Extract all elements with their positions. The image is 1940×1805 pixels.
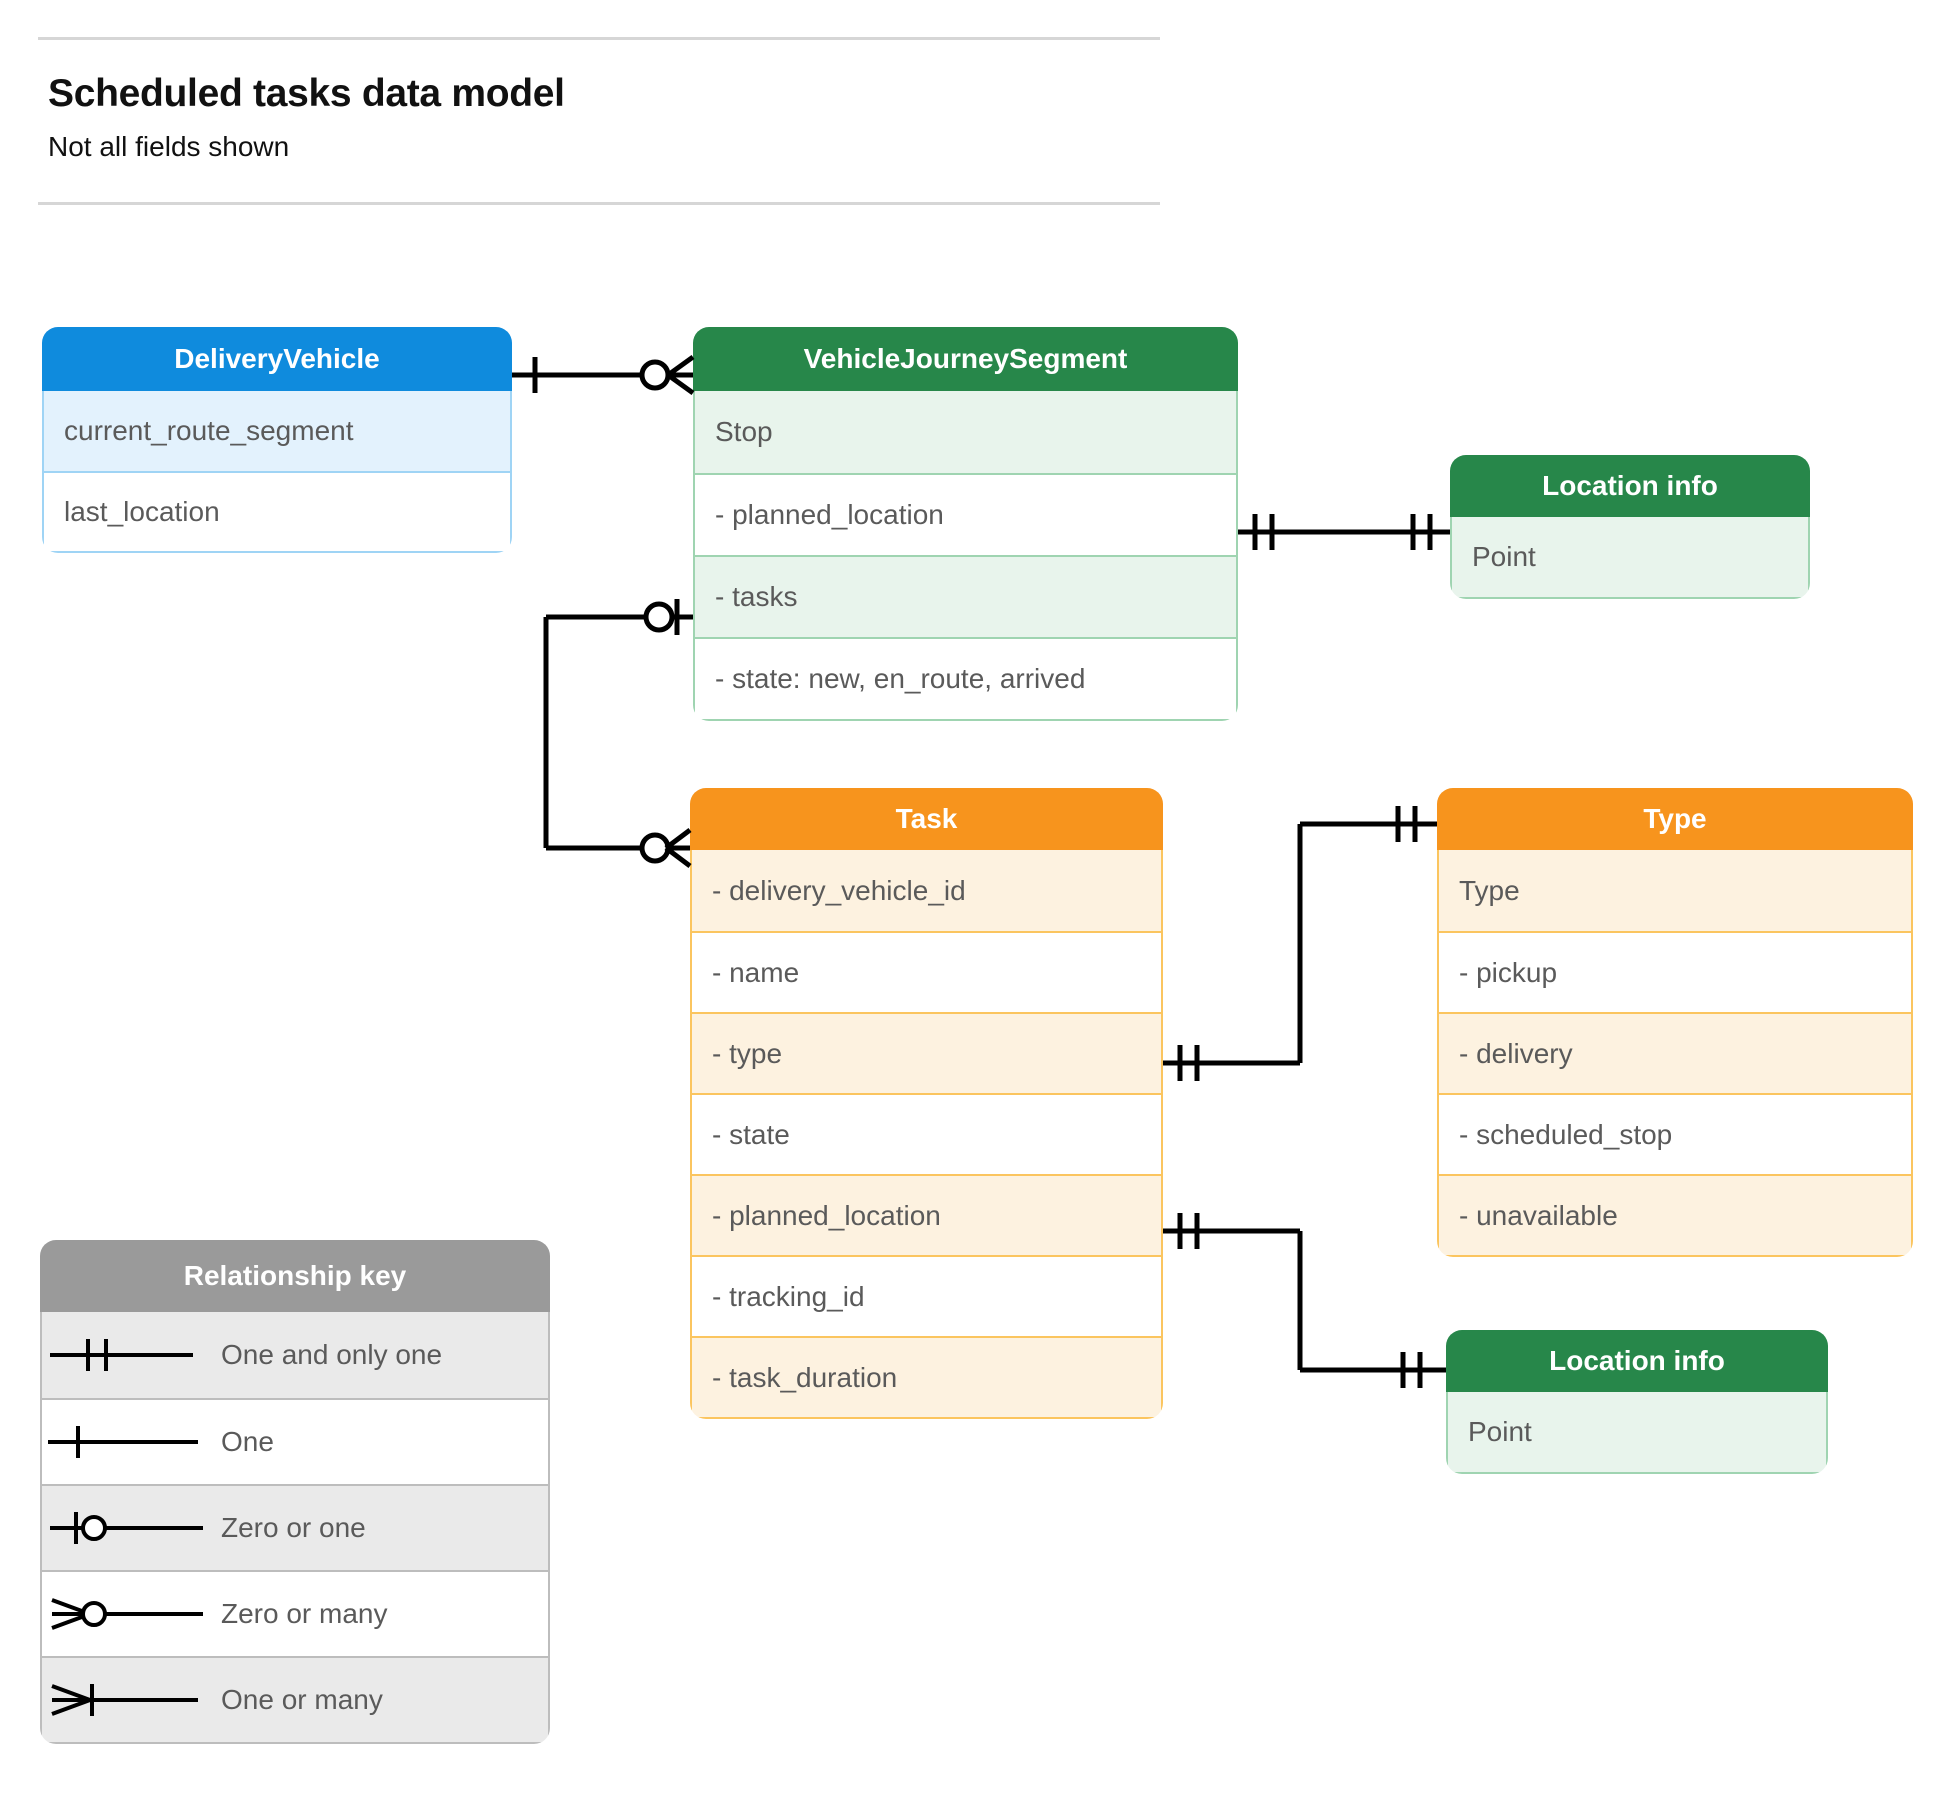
legend-item-one-or-many: One or many: [42, 1656, 548, 1742]
page-title: Scheduled tasks data model: [48, 72, 565, 115]
field-row[interactable]: - planned_location: [695, 473, 1236, 555]
field-row[interactable]: - task_duration: [692, 1336, 1161, 1417]
connector-deliveryvehicle-to-vehiclejourneysegment: [512, 354, 695, 396]
entity-rows-type: Type - pickup - delivery - scheduled_sto…: [1437, 850, 1913, 1257]
one-or-many-icon: [42, 1680, 217, 1720]
legend-item-zero-or-one: Zero or one: [42, 1484, 548, 1570]
legend-item-label: Zero or many: [221, 1598, 388, 1629]
field-row[interactable]: - tracking_id: [692, 1255, 1161, 1336]
entity-header-type: Type: [1437, 788, 1913, 850]
field-row[interactable]: Type: [1439, 850, 1911, 931]
field-row[interactable]: - type: [692, 1012, 1161, 1093]
entity-rows-location-info-top: Point: [1450, 517, 1810, 599]
entity-type[interactable]: Type Type - pickup - delivery - schedule…: [1437, 788, 1913, 1257]
entity-rows-location-info-bottom: Point: [1446, 1392, 1828, 1474]
entity-header-delivery-vehicle: DeliveryVehicle: [42, 327, 512, 391]
entity-vehicle-journey-segment[interactable]: VehicleJourneySegment Stop - planned_loc…: [693, 327, 1238, 721]
zero-or-one-icon: [42, 1508, 217, 1548]
entity-location-info-bottom[interactable]: Location info Point: [1446, 1330, 1828, 1474]
field-row[interactable]: - name: [692, 931, 1161, 1012]
header-divider-top: [38, 37, 1160, 40]
field-row[interactable]: - delivery: [1439, 1012, 1911, 1093]
legend-item-label: One: [221, 1426, 274, 1457]
legend-item-zero-or-many: Zero or many: [42, 1570, 548, 1656]
legend-relationship-key: Relationship key One and only one: [40, 1240, 550, 1744]
one-and-only-one-icon: [42, 1335, 217, 1375]
field-row[interactable]: - unavailable: [1439, 1174, 1911, 1255]
entity-header-location-info-top: Location info: [1450, 455, 1810, 517]
entity-rows-delivery-vehicle: current_route_segment last_location: [42, 391, 512, 553]
header-divider-bottom: [38, 202, 1160, 205]
entity-header-location-info-bottom: Location info: [1446, 1330, 1828, 1392]
legend-item-one: One: [42, 1398, 548, 1484]
field-row[interactable]: current_route_segment: [44, 391, 510, 471]
entity-header-vehicle-journey-segment: VehicleJourneySegment: [693, 327, 1238, 391]
entity-delivery-vehicle[interactable]: DeliveryVehicle current_route_segment la…: [42, 327, 512, 553]
legend-item-label: One and only one: [221, 1339, 443, 1370]
legend-item-label: One or many: [221, 1684, 383, 1715]
field-row[interactable]: - scheduled_stop: [1439, 1093, 1911, 1174]
field-row[interactable]: - tasks: [695, 555, 1236, 637]
zero-or-many-icon: [42, 1594, 217, 1634]
legend-item-label: Zero or one: [221, 1512, 366, 1543]
legend-item-one-and-only-one: One and only one: [42, 1312, 548, 1398]
connector-vjs-plannedlocation-to-locationinfo: [1238, 514, 1450, 550]
connector-task-plannedlocation-to-locationinfo: [1163, 1213, 1446, 1388]
page-subtitle: Not all fields shown: [48, 131, 290, 162]
legend-rows: One and only one One: [40, 1312, 550, 1744]
field-row[interactable]: - pickup: [1439, 931, 1911, 1012]
field-row[interactable]: Point: [1452, 517, 1808, 597]
field-row[interactable]: - delivery_vehicle_id: [692, 850, 1161, 931]
field-row[interactable]: - state: new, en_route, arrived: [695, 637, 1236, 719]
field-row[interactable]: - state: [692, 1093, 1161, 1174]
entity-rows-task: - delivery_vehicle_id - name - type - st…: [690, 850, 1163, 1419]
legend-title: Relationship key: [40, 1240, 550, 1312]
one-icon: [42, 1422, 217, 1462]
entity-location-info-top[interactable]: Location info Point: [1450, 455, 1810, 599]
entity-rows-vehicle-journey-segment: Stop - planned_location - tasks - state:…: [693, 391, 1238, 721]
connector-tasks-to-task: [543, 599, 693, 868]
entity-task[interactable]: Task - delivery_vehicle_id - name - type…: [690, 788, 1163, 1419]
field-row[interactable]: - planned_location: [692, 1174, 1161, 1255]
field-row[interactable]: Point: [1448, 1392, 1826, 1472]
entity-header-task: Task: [690, 788, 1163, 850]
connector-task-type-to-type: [1163, 806, 1437, 1081]
field-row[interactable]: Stop: [695, 391, 1236, 473]
field-row[interactable]: last_location: [44, 471, 510, 551]
